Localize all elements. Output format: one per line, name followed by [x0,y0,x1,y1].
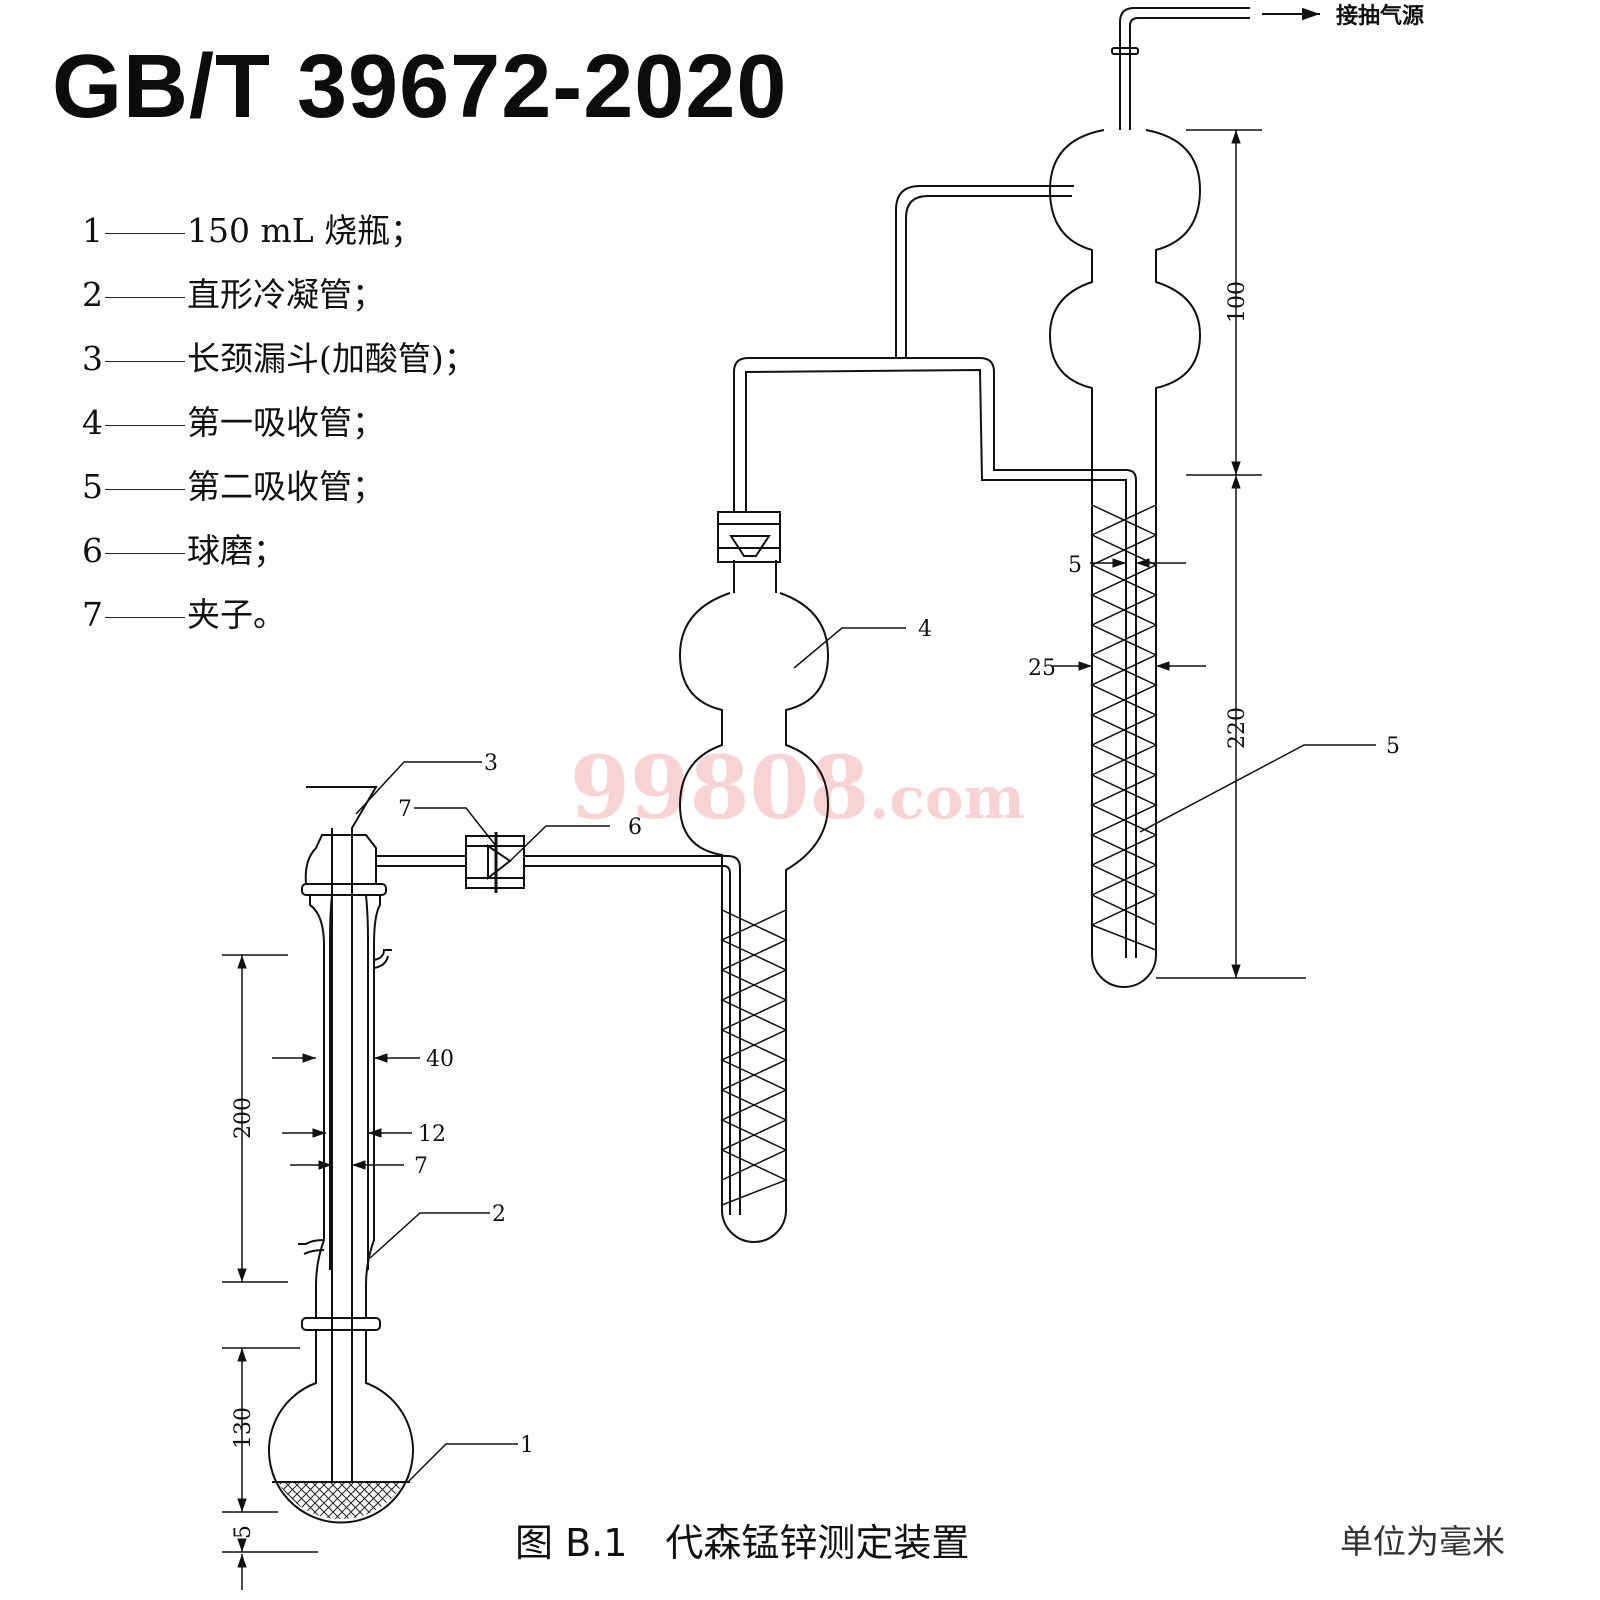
page-title: GB/T 39672-2020 [52,37,788,137]
leader-5 [1139,744,1376,833]
legend-text: 长颈漏斗(加酸管)； [187,339,477,378]
legend-number: 5 [82,467,103,506]
units-note: 单位为毫米 [1340,1522,1505,1561]
legend-item: 3 长颈漏斗(加酸管)； [82,335,477,399]
callout-4: 4 [918,617,932,642]
legend-item: 7 夹子。 [82,591,477,655]
dim-220: 220 [1225,707,1250,749]
dim-40: 40 [426,1047,454,1072]
callout-3: 3 [484,751,498,776]
dimensions [222,129,1306,1590]
leader-4 [793,627,906,669]
dim-25: 25 [1028,656,1056,681]
figure-caption: 图 B.1 代森锰锌测定装置 [515,1521,970,1565]
legend-number: 3 [82,339,103,378]
dim-200: 200 [231,1097,256,1139]
legend-number: 4 [82,403,103,442]
legend-item: 4 第一吸收管； [82,399,477,463]
legend-text: 150 mL 烧瓶； [187,211,424,250]
first-absorber [678,560,830,1243]
legend-item: 1 150 mL 烧瓶； [82,207,477,271]
clamp-lower [465,832,525,893]
legend-item: 5 第二吸收管； [82,463,477,527]
callout-2: 2 [492,1202,506,1227]
bypass-arm [895,185,1074,358]
legend-number: 6 [82,531,103,570]
leader-3 [355,761,482,815]
funnel [306,786,378,1482]
condenser [298,883,392,1331]
vacuum-label: 接抽气源 [1336,3,1424,29]
legend-text: 第一吸收管； [187,403,385,442]
legend-text: 球磨； [187,531,286,570]
ball-joint-upper [729,535,771,557]
vacuum-outlet [1119,7,1250,130]
clamp-upper [717,511,781,563]
legend-number: 1 [82,211,103,250]
leader-2 [369,1212,490,1259]
transfer-tube [733,357,1137,958]
flask [268,1330,414,1524]
second-absorber [1048,129,1202,988]
callout-1: 1 [520,1433,534,1458]
callout-7: 7 [398,797,412,822]
dim-5-tube: 5 [1068,553,1082,578]
flask-neck [304,834,377,885]
ball-joint-lower [487,844,512,881]
legend-text: 夹子。 [187,595,286,634]
legend-item: 6 球磨； [82,527,477,591]
dim-130: 130 [231,1407,256,1449]
callout-6: 6 [628,815,642,840]
outlet-ring [1111,47,1139,55]
dim-100: 100 [1225,281,1250,323]
legend-number: 7 [82,595,103,634]
dim-12: 12 [418,1122,446,1147]
side-arm [376,855,466,867]
leader-1 [407,1443,518,1483]
leader-6 [509,825,610,862]
legend-item: 2 直形冷凝管； [82,271,477,335]
connecting-tube [524,855,741,1215]
legend-number: 2 [82,275,103,314]
leaders [355,627,1376,1483]
legend-text: 直形冷凝管； [187,275,385,314]
leader-7 [414,807,497,847]
dim-7: 7 [414,1154,428,1179]
callout-5: 5 [1386,734,1400,759]
dim-5-bottom: 5 [231,1525,256,1539]
legend-text: 第二吸收管； [187,467,385,506]
